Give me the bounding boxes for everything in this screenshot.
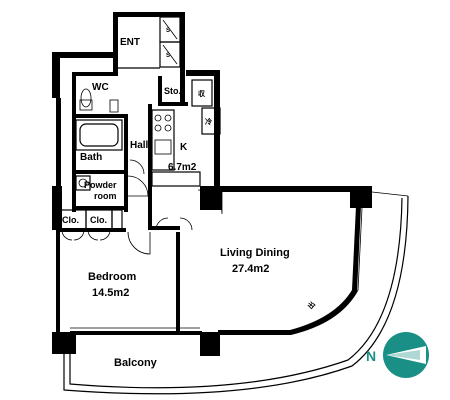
north-compass [383, 332, 429, 378]
room-area-bedroom: 14.5m2 [92, 287, 129, 299]
room-label-hall: Hall [130, 140, 149, 151]
fridge-mark: 冷 [205, 117, 212, 126]
room-label-powder-room: room [94, 191, 117, 201]
compass-label-n: N [366, 348, 376, 364]
room-label-wc: WC [92, 82, 109, 93]
room-label-bath: Bath [80, 152, 102, 163]
shelf-mark: 収 [198, 89, 206, 98]
room-label-powder: Powder [84, 180, 117, 190]
room-label-closet-1: Clo. [62, 215, 79, 225]
room-label-closet-2: Clo. [90, 215, 107, 225]
room-label-ent: ENT [120, 37, 140, 48]
room-label-kitchen: K [180, 142, 188, 153]
exterior-walls [52, 12, 372, 356]
interior-walls [56, 16, 363, 332]
room-area-living-dining: 27.4m2 [232, 263, 269, 275]
room-label-sto: Sto. [164, 86, 181, 96]
glass-mark: 出 [306, 300, 317, 311]
room-label-bedroom: Bedroom [88, 271, 137, 283]
balcony-outline [63, 191, 409, 395]
room-label-balcony: Balcony [114, 357, 158, 369]
room-label-living-dining: Living Dining [220, 247, 290, 259]
shoe-cabinet-mark-2: S [166, 53, 170, 59]
room-area-kitchen: 6.7m2 [168, 162, 197, 173]
shoe-cabinet-mark-1: S [166, 28, 170, 34]
